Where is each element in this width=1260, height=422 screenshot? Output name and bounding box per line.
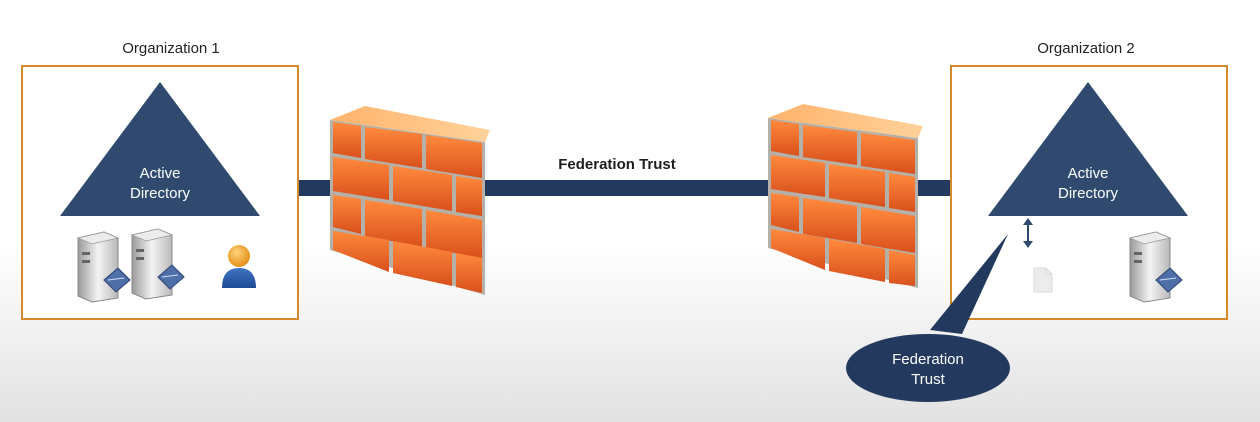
org2-ad-label-line1: Active	[1067, 165, 1109, 182]
connector-middle	[480, 180, 772, 196]
firewall-icon	[330, 106, 490, 295]
server-icon	[76, 231, 131, 303]
connector-right	[918, 180, 952, 196]
org1-ad-label-line1: Active	[139, 165, 181, 182]
arrow-updown-icon	[1023, 218, 1033, 248]
org1-ad-label-line2: Directory	[129, 185, 190, 202]
callout-text-line1: Federation	[892, 351, 964, 368]
org1-label: Organization 1	[122, 40, 220, 57]
firewall-icon	[768, 104, 923, 288]
callout-text-line2: Trust	[911, 371, 945, 388]
org2-label: Organization 2	[1037, 40, 1135, 57]
connector-left	[299, 180, 331, 196]
server-icon	[130, 228, 185, 300]
org2-ad-label-line2: Directory	[1057, 185, 1118, 202]
document-icon	[1033, 267, 1053, 293]
user-icon	[222, 245, 256, 288]
server-icon	[1128, 231, 1183, 303]
federation-trust-label: Federation Trust	[558, 156, 676, 173]
